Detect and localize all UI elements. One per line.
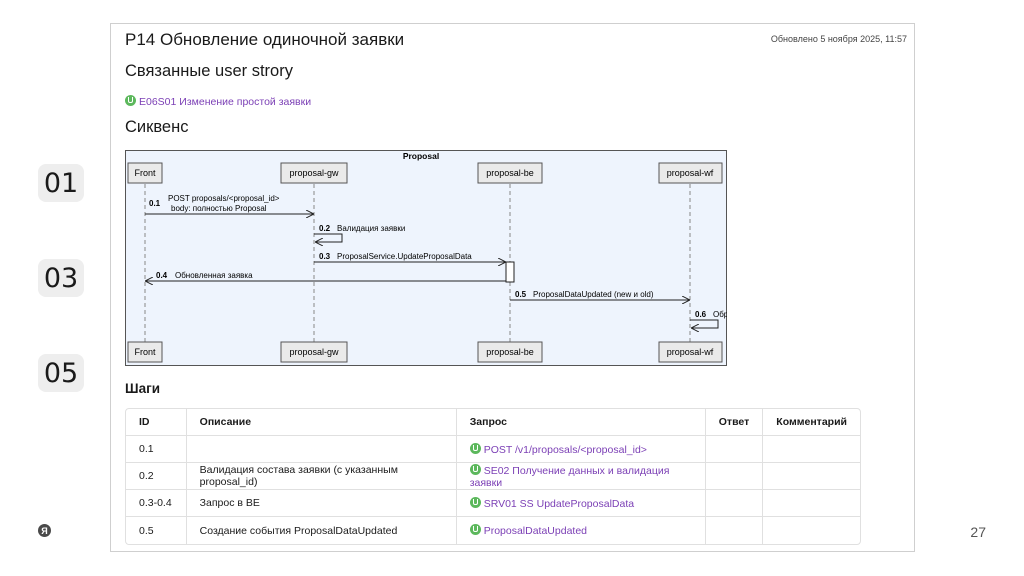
sequence-diagram: Proposal Front proposal-gw proposal-be <box>125 150 727 366</box>
side-number-03: 03 <box>38 259 84 297</box>
cell-description <box>185 436 456 463</box>
participant-front-bottom: Front <box>127 341 163 363</box>
participant-proposal-wf-bottom: proposal-wf <box>658 341 723 363</box>
side-number-01: 01 <box>38 164 84 202</box>
message-text: Обработка события <box>713 310 727 319</box>
message-number: 0.1 <box>149 199 161 208</box>
cell-id: 0.5 <box>139 524 154 537</box>
activation-bar-proposal-be <box>505 261 515 283</box>
message-text: Валидация заявки <box>337 224 405 233</box>
cell-request[interactable]: SRV01 SS UpdateProposalData <box>455 490 705 517</box>
table-row: 0.1 POST /v1/proposals/<proposal_id> <box>126 436 860 463</box>
column-header-comment: Комментарий <box>762 409 860 436</box>
participant-label: proposal-be <box>486 168 534 178</box>
request-link[interactable]: SE02 Получение данных и валидация заявки <box>469 464 670 489</box>
participant-label: proposal-be <box>486 347 534 357</box>
request-link[interactable]: POST /v1/proposals/<proposal_id> <box>483 443 647 456</box>
steps-table: ID Описание Запрос Ответ Комментарий 0.1… <box>125 408 861 545</box>
diagram-frame <box>125 150 727 366</box>
message-0-1: 0.1 POST proposals/<proposal_id> body: п… <box>145 194 313 214</box>
message-number: 0.4 <box>156 271 168 280</box>
participant-label: Front <box>134 168 156 178</box>
participant-proposal-gw-top: proposal-gw <box>280 162 348 184</box>
sequence-heading: Сиквенс <box>125 118 189 136</box>
table-row: 0.2 Валидация состава заявки (с указанны… <box>126 463 860 490</box>
message-text-line2: body: полностью Proposal <box>171 204 267 213</box>
cell-response <box>704 517 763 544</box>
jira-issue-icon <box>125 95 136 106</box>
cell-id: 0.1 <box>126 436 186 463</box>
message-text: ProposalService.UpdateProposalData <box>337 252 472 261</box>
jira-issue-icon <box>469 463 481 475</box>
related-story-link-text: E06S01 Изменение простой заявки <box>139 96 312 108</box>
message-number: 0.5 <box>515 290 527 299</box>
message-0-4: 0.4 Обновленная заявка <box>146 271 506 281</box>
column-header-response: Ответ <box>704 409 763 436</box>
message-0-5: 0.5 ProposalDataUpdated (new и old) <box>510 290 689 300</box>
table-row: 0.3-0.4 Запрос в BE SRV01 SS UpdatePropo… <box>126 490 860 517</box>
cell-comment <box>762 463 860 490</box>
participant-proposal-gw-bottom: proposal-gw <box>280 341 348 363</box>
cell-id: 0.3-0.4 <box>126 490 186 517</box>
column-header-description: Описание <box>185 409 456 436</box>
participant-proposal-be-top: proposal-be <box>477 162 543 184</box>
participant-proposal-wf-top: proposal-wf <box>658 162 723 184</box>
message-0-3: 0.3 ProposalService.UpdateProposalData <box>314 252 505 262</box>
cell-description: Валидация состава заявки (с указанным pr… <box>185 463 456 490</box>
message-0-6: 0.6 Обработка события <box>690 310 727 328</box>
column-header-request: Запрос <box>455 409 705 436</box>
participant-proposal-be-bottom: proposal-be <box>477 341 543 363</box>
cell-description: Запрос в BE <box>185 490 456 517</box>
cell-id: 0.2 <box>126 463 186 490</box>
side-number-05: 05 <box>38 354 84 392</box>
cell-request[interactable]: SE02 Получение данных и валидация заявки <box>455 463 705 490</box>
request-link[interactable]: ProposalDataUpdated <box>483 525 588 537</box>
message-number: 0.2 <box>319 224 331 233</box>
diagram-frame-title: Proposal <box>403 151 439 161</box>
cell-request[interactable]: ProposalDataUpdated <box>455 517 705 544</box>
cell-description: Создание события ProposalDataUpdated <box>185 517 456 544</box>
page-title: P14 Обновление одиночной заявки <box>125 30 405 49</box>
updated-timestamp: Обновлено 5 ноября 2025, 11:57 <box>770 34 907 44</box>
cell-comment <box>762 436 860 463</box>
column-header-id: ID <box>126 409 186 436</box>
message-text: POST proposals/<proposal_id> <box>168 194 280 203</box>
table-row: 0.5 Создание события ProposalDataUpdated… <box>126 517 860 544</box>
jira-issue-icon <box>469 496 481 508</box>
request-link[interactable]: SRV01 SS UpdateProposalData <box>483 497 635 510</box>
cell-response <box>704 436 763 463</box>
related-stories-heading: Связанные user strory <box>125 62 293 80</box>
participant-label: Front <box>134 347 156 357</box>
cell-response <box>704 463 763 490</box>
message-number: 0.3 <box>319 252 331 261</box>
steps-heading: Шаги <box>125 381 160 396</box>
participant-front-top: Front <box>127 162 163 184</box>
jira-issue-icon <box>469 442 481 454</box>
message-number: 0.6 <box>695 310 707 319</box>
participant-label: proposal-gw <box>289 168 339 178</box>
cell-response <box>704 490 763 517</box>
yandex-logo-icon: Я <box>38 524 51 537</box>
cell-comment <box>762 490 860 517</box>
cell-request[interactable]: POST /v1/proposals/<proposal_id> <box>455 436 705 463</box>
table-header-row: ID Описание Запрос Ответ Комментарий <box>126 409 860 436</box>
jira-issue-icon <box>469 524 481 535</box>
message-0-2: 0.2 Валидация заявки <box>314 224 405 242</box>
participant-label: proposal-wf <box>667 347 714 357</box>
document-frame: P14 Обновление одиночной заявки Обновлен… <box>110 23 915 552</box>
participant-label: proposal-wf <box>667 168 714 178</box>
participant-label: proposal-gw <box>289 347 339 357</box>
message-text: Обновленная заявка <box>175 271 253 280</box>
message-text: ProposalDataUpdated (new и old) <box>533 290 654 299</box>
related-story-link[interactable]: E06S01 Изменение простой заявки <box>125 92 311 110</box>
page-number: 27 <box>970 524 986 540</box>
cell-comment <box>762 517 860 544</box>
